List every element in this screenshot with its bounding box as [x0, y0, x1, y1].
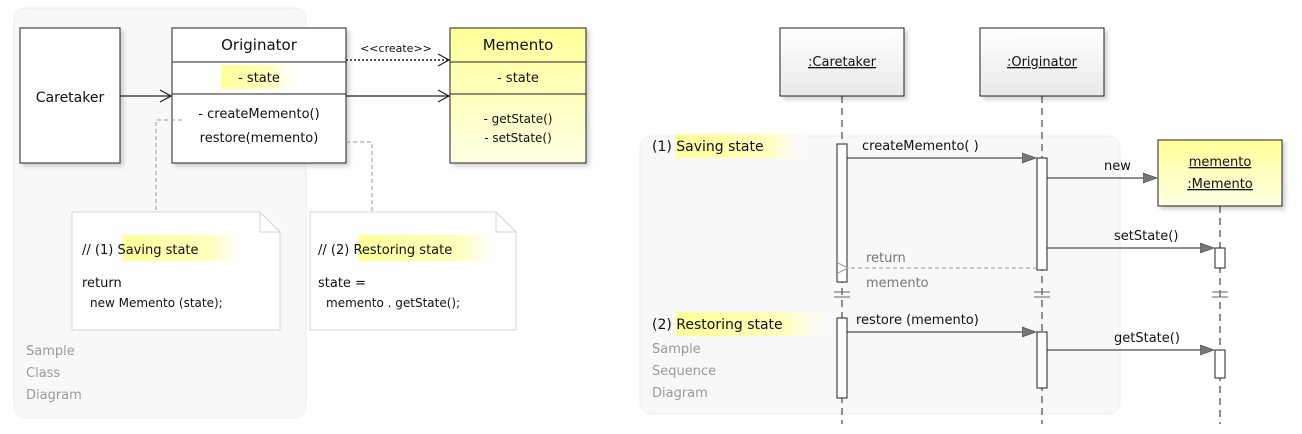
memento-object-type: :Memento: [1187, 177, 1253, 192]
note-restoring-title: Restoring state: [353, 243, 452, 258]
originator-operation-create-memento: - createMemento(): [198, 107, 319, 122]
restore-label: restore (memento): [856, 313, 979, 328]
originator-attribute: - state: [238, 71, 280, 86]
class-diagram-caption-3: Diagram: [26, 388, 82, 403]
new-label: new: [1104, 159, 1131, 174]
memento-object-name: memento: [1189, 155, 1252, 170]
note-restoring-line-2: memento . getState();: [326, 296, 460, 310]
note-restoring-connector: [346, 141, 373, 212]
svg-text:(1) Saving state: (1) Saving state: [652, 139, 764, 155]
originator-lifeline-label: :Originator: [1007, 55, 1078, 70]
return-value-label: memento: [866, 276, 929, 291]
caretaker-lifeline-label: :Caretaker: [808, 55, 877, 70]
caretaker-activation-2: [836, 317, 848, 399]
originator-operation-restore: restore(memento): [200, 131, 319, 146]
note-saving-connector: [155, 119, 182, 212]
caretaker-activation-1: [836, 143, 848, 283]
create-dependency-label: <<create>>: [360, 42, 432, 55]
phase1-prefix: (1): [652, 139, 676, 155]
originator-activation-2: [1036, 331, 1048, 389]
return-label: return: [866, 251, 906, 266]
caretaker-class-name: Caretaker: [36, 90, 105, 106]
phase2-highlight: [676, 312, 836, 336]
get-state-label: getState(): [1114, 331, 1180, 346]
class-diagram-caption-2: Class: [26, 366, 60, 381]
note-restoring-line-1: state =: [318, 276, 366, 291]
phase2-prefix: (2): [652, 317, 676, 333]
note-restoring-state: // (2) Restoring state state = memento .…: [309, 211, 517, 331]
memento-activation-1: [1214, 247, 1226, 269]
memento-activation-2: [1214, 349, 1226, 379]
memento-operation-set-state: - setState(): [484, 131, 552, 145]
sequence-diagram-caption-2: Sequence: [652, 364, 716, 379]
caretaker-class: [19, 27, 121, 164]
note-saving-state: // (1) Saving state return new Memento (…: [71, 211, 281, 331]
memento-class: [449, 27, 587, 164]
memento-attribute: - state: [497, 71, 539, 86]
note-saving-title: Saving state: [117, 243, 198, 258]
create-memento-label: createMemento( ): [862, 139, 979, 154]
note-restoring-prefix: // (2): [318, 243, 353, 258]
memento-class-name: Memento: [483, 36, 554, 54]
caretaker-lifeline-head: [779, 27, 905, 97]
sequence-diagram-caption-1: Sample: [652, 342, 701, 357]
svg-text:(2) Restoring state: (2) Restoring state: [652, 317, 783, 333]
sequence-diagram-panel: [639, 135, 1121, 415]
originator-activation-1: [1036, 157, 1048, 271]
class-diagram-caption-1: Sample: [26, 344, 75, 359]
sequence-diagram-caption-3: Diagram: [652, 386, 708, 401]
originator-class-name: Originator: [221, 36, 298, 54]
phase1-highlight: [676, 134, 812, 158]
originator-lifeline-head: [979, 27, 1105, 97]
phase1-title: Saving state: [676, 139, 763, 155]
memento-operation-get-state: - getState(): [484, 112, 553, 126]
svg-text:// (2) Restoring state: // (2) Restoring state: [318, 243, 452, 258]
memento-object: [1157, 139, 1283, 207]
note-saving-prefix: // (1): [82, 243, 117, 258]
note-saving-line-2: new Memento (state);: [90, 296, 223, 310]
originator-attribute-highlight: [221, 65, 297, 89]
phase2-title: Restoring state: [676, 317, 782, 333]
set-state-label: setState(): [1114, 229, 1178, 244]
note-saving-line-1: return: [82, 276, 122, 291]
originator-class: [171, 27, 347, 164]
svg-text:// (1) Saving state: // (1) Saving state: [82, 243, 199, 258]
